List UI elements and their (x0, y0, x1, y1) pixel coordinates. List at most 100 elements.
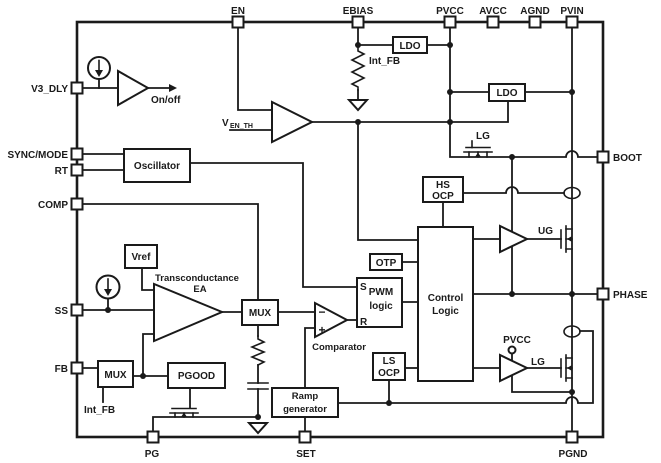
bootstrap-switch-mosfet (463, 140, 493, 158)
pin-avcc (486, 15, 500, 29)
pin-pvcc (443, 15, 457, 29)
pin-fb (70, 361, 84, 375)
ramp-label-line1: Ramp (292, 391, 319, 402)
fb-mux-block (97, 360, 134, 388)
pin-label-comp: COMP (38, 200, 68, 211)
pin-ebias (351, 15, 365, 29)
pin-ss (70, 303, 84, 317)
transconductance-label: Transconductance (155, 273, 239, 284)
control-logic-block (417, 226, 474, 382)
pin-label-syncmode: SYNC/MODE (7, 150, 68, 161)
pin-label-ebias: EBIAS (343, 6, 374, 17)
pin-label-fb: FB (55, 364, 68, 375)
pwm-label-line1: PWM (369, 287, 393, 298)
pin-label-boot: BOOT (613, 153, 642, 164)
comp-resistor (249, 335, 267, 367)
pin-en (231, 15, 245, 29)
ls-current-sense (563, 325, 581, 338)
comparator-label: Comparator (312, 342, 366, 353)
hs-current-sense (563, 186, 581, 200)
ldo-mid-label: LDO (496, 88, 517, 99)
lg-output-label: LG (531, 357, 545, 368)
lg-power-mosfet (560, 354, 573, 382)
ldo-top-block (392, 36, 428, 54)
ground-symbol-comp (246, 422, 270, 435)
intfb-mux-label: Int_FB (84, 405, 115, 416)
pin-terminals (70, 15, 610, 444)
pin-pvin (565, 15, 579, 29)
pin-label-en: EN (231, 6, 245, 17)
enable-comparator (271, 100, 315, 144)
pin-v3dly (70, 81, 84, 95)
onoff-label: On/off (151, 95, 181, 106)
comparator-plus: + (318, 323, 325, 337)
pin-pgnd (565, 430, 579, 444)
pin-agnd (528, 15, 542, 29)
otp-label: OTP (376, 258, 397, 269)
pin-label-set: SET (296, 449, 315, 460)
otp-block (369, 253, 403, 271)
pin-label-pgnd: PGND (559, 449, 588, 460)
ea-label: EA (193, 284, 206, 295)
v3dly-buffer (117, 69, 151, 107)
control-label-line2: Logic (432, 306, 459, 317)
hs-ocp-label-line1: HS (436, 180, 450, 191)
pin-label-pvin: PVIN (560, 6, 583, 17)
oscillator-block (123, 148, 191, 183)
intfb-ebias-label: Int_FB (369, 56, 400, 67)
pin-set (298, 430, 312, 444)
ug-power-mosfet (560, 225, 573, 253)
ramp-label-line2: generator (283, 404, 327, 415)
pin-label-v3dly: V3_DLY (31, 84, 68, 95)
pvcc-terminal (507, 345, 517, 355)
transconductance-ea-amp (153, 282, 225, 343)
vref-label: Vref (132, 252, 152, 263)
comparator-minus: − (318, 305, 325, 319)
vref-block (124, 244, 158, 269)
pvcc-internal-label: PVCC (503, 335, 531, 346)
pin-label-rt: RT (55, 166, 68, 177)
pin-comp (70, 197, 84, 211)
pwm-label-line2: logic (369, 301, 393, 312)
ls-ocp-label-line2: OCP (378, 368, 400, 379)
pin-rt (70, 163, 84, 177)
pgood-label: PGOOD (178, 371, 215, 382)
ldo-mid-block (488, 83, 526, 102)
chip-boundary (75, 20, 605, 439)
pin-label-agnd: AGND (520, 6, 549, 17)
ven-sub-label: EN_TH (230, 123, 253, 130)
oscillator-label: Oscillator (134, 161, 180, 172)
hs-ocp-block (422, 176, 464, 203)
compensation-network (247, 335, 269, 390)
pin-syncmode (70, 147, 84, 161)
pin-phase (596, 287, 610, 301)
comp-capacitor (247, 382, 269, 390)
fb-mux-label: MUX (104, 370, 127, 381)
current-source-ss (95, 274, 121, 300)
ea-mux-block (241, 299, 279, 326)
ebias-divider-resistor (346, 44, 370, 112)
pin-label-pg: PG (145, 449, 160, 460)
ug-label: UG (538, 226, 553, 237)
junction-dots (105, 42, 575, 420)
pin-label-pvcc: PVCC (436, 6, 464, 17)
control-label-line1: Control (428, 293, 464, 304)
ls-ocp-label-line1: LS (383, 356, 396, 367)
pwm-r-label: R (360, 317, 368, 328)
hs-ocp-label-line2: OCP (432, 191, 454, 202)
pin-label-avcc: AVCC (479, 6, 507, 17)
ramp-generator-block (271, 387, 339, 418)
ea-mux-label: MUX (249, 308, 272, 319)
pwm-logic-block (356, 277, 403, 328)
lg-gate-driver (499, 353, 530, 383)
pwm-comparator (314, 301, 350, 339)
ls-ocp-block (372, 352, 406, 381)
pin-boot (596, 150, 610, 164)
ldo-top-label: LDO (399, 41, 420, 52)
onoff-arrowhead (169, 84, 177, 92)
current-source-v3dly (87, 56, 111, 80)
pin-label-phase: PHASE (613, 290, 648, 301)
lg-bootstrap-label: LG (476, 131, 490, 142)
